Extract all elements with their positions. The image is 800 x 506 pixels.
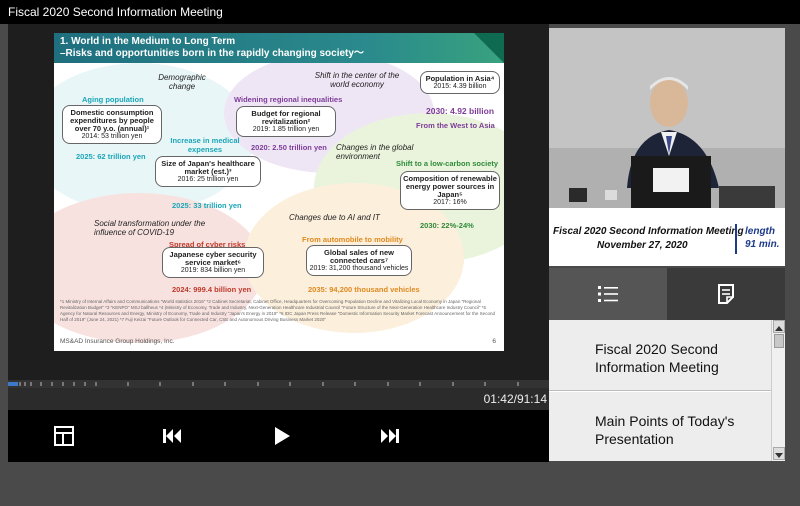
caption-card: Fiscal 2020 Second Information Meeting N…: [549, 208, 785, 266]
chapter-marker: [95, 382, 97, 386]
cars-target: 2035: 94,200 thousand vehicles: [308, 285, 420, 294]
chapter-marker: [84, 382, 86, 386]
chapter-marker: [484, 382, 486, 386]
chapter-marker: [387, 382, 389, 386]
chapter-marker: [30, 382, 32, 386]
slide-header: [54, 33, 504, 63]
chapter-marker: [257, 382, 259, 386]
skip-back-button[interactable]: [160, 424, 184, 448]
caption-divider: [735, 224, 737, 254]
chapter-marker: [24, 382, 26, 386]
caption-length-value: 91 min.: [745, 239, 780, 250]
slide-title: 1. World in the Medium to Long Term –Ris…: [60, 36, 364, 59]
tag-west-asia: From the West to Asia: [416, 121, 495, 130]
window-title: Fiscal 2020 Second Information Meeting: [0, 0, 800, 24]
box-asia: Population in Asia⁴ 2015: 4.39 billion: [420, 71, 500, 94]
box-budget: Budget for regional revitalization² 2019…: [236, 106, 336, 137]
skip-back-icon: [163, 429, 181, 443]
chapter-marker: [51, 382, 53, 386]
slide-footnote: *1 Ministry of Internal Affairs and Comm…: [60, 299, 495, 322]
box-consumption: Domestic consumption expenditures by peo…: [62, 105, 162, 144]
chapter-marker: [159, 382, 161, 386]
area-demographic: Demographic change: [158, 73, 206, 91]
list-icon: [598, 286, 618, 302]
layout-icon: [54, 426, 74, 446]
asia-target: 2030: 4.92 billion: [426, 106, 495, 116]
chapter-marker: [322, 382, 324, 386]
slide-page-number: 6: [492, 338, 496, 345]
budget-target: 2020: 2.50 trillion yen: [251, 143, 327, 152]
skip-forward-button[interactable]: [378, 424, 402, 448]
chapter-item[interactable]: Fiscal 2020 Second Information Meeting: [549, 320, 771, 391]
chapter-marker: [62, 382, 64, 386]
speaker-video: [549, 28, 785, 208]
chevron-down-icon: [775, 453, 783, 458]
chapter-marker: [289, 382, 291, 386]
speaker-image: [549, 28, 785, 208]
play-button[interactable]: [270, 424, 294, 448]
progress-fill: [8, 382, 18, 386]
time-bar: 01:42/91:14: [8, 388, 549, 410]
caption-length-label: length: [745, 226, 775, 237]
tag-mobility: From automobile to mobility: [302, 235, 403, 244]
area-social: Social transformation under the influenc…: [94, 219, 206, 237]
consumption-target: 2025: 62 trillion yen: [76, 152, 146, 161]
chapter-marker: [517, 382, 519, 386]
healthcare-target: 2025: 33 trillion yen: [172, 201, 242, 210]
cyber-target: 2024: 999.4 billion yen: [172, 285, 252, 294]
area-ai-it: Changes due to AI and IT: [289, 213, 380, 222]
area-world-economy: Shift in the center of the world economy: [314, 71, 400, 89]
renewable-target: 2030: 22%-24%: [420, 221, 474, 230]
chapter-label: Fiscal 2020 Second Information Meeting: [595, 341, 719, 375]
chapter-list: Fiscal 2020 Second Information Meeting M…: [549, 320, 785, 461]
chevron-up-icon: [775, 326, 783, 331]
tab-documents[interactable]: [667, 268, 785, 320]
chapter-marker: [419, 382, 421, 386]
time-display: 01:42/91:14: [483, 392, 547, 406]
tag-medical: Increase in medical expenses: [170, 136, 240, 154]
slide-stage: 1. World in the Medium to Long Term –Ris…: [8, 24, 549, 380]
skip-forward-icon: [381, 429, 399, 443]
scroll-down-button[interactable]: [773, 447, 785, 460]
side-tabs: [549, 268, 785, 320]
scroll-thumb[interactable]: [774, 334, 784, 348]
chapter-marker: [452, 382, 454, 386]
play-icon: [275, 427, 290, 445]
caption-date: November 27, 2020: [597, 240, 688, 251]
chapter-marker: [192, 382, 194, 386]
chapter-marker: [354, 382, 356, 386]
chapter-marker: [40, 382, 42, 386]
chapter-marker: [19, 382, 21, 386]
box-cars: Global sales of new connected cars⁷ 2019…: [306, 245, 412, 276]
chapter-scrollbar[interactable]: [771, 320, 785, 461]
box-healthcare: Size of Japan's healthcare market (est.)…: [155, 156, 261, 187]
tab-chapters[interactable]: [549, 268, 667, 320]
area-global-env: Changes in the global environment: [336, 143, 414, 161]
box-cyber: Japanese cyber security service market⁶ …: [162, 247, 264, 278]
chapter-label: Main Points of Today's Presentation: [595, 413, 735, 447]
document-icon: [718, 284, 734, 304]
layout-button[interactable]: [52, 424, 76, 448]
slide-brand: MS&AD Insurance Group Holdings, Inc.: [60, 338, 175, 345]
slide: 1. World in the Medium to Long Term –Ris…: [54, 33, 504, 351]
caption-title: Fiscal 2020 Second Information Meeting: [553, 226, 744, 237]
chapter-item[interactable]: Main Points of Today's Presentation: [549, 392, 771, 461]
tag-cyber: Spread of cyber risks: [169, 240, 246, 249]
chapter-marker: [127, 382, 129, 386]
scroll-up-button[interactable]: [773, 320, 785, 333]
player-controls: [8, 410, 549, 462]
tag-low-carbon: Shift to a low-carbon society: [396, 159, 499, 168]
tag-regional: Widening regional inequalities: [234, 95, 343, 104]
chapter-marker: [73, 382, 75, 386]
box-renewable: Composition of renewable energy power so…: [400, 171, 500, 210]
progress-bar[interactable]: [8, 380, 549, 388]
chapter-marker: [224, 382, 226, 386]
tag-aging: Aging population: [82, 95, 144, 104]
